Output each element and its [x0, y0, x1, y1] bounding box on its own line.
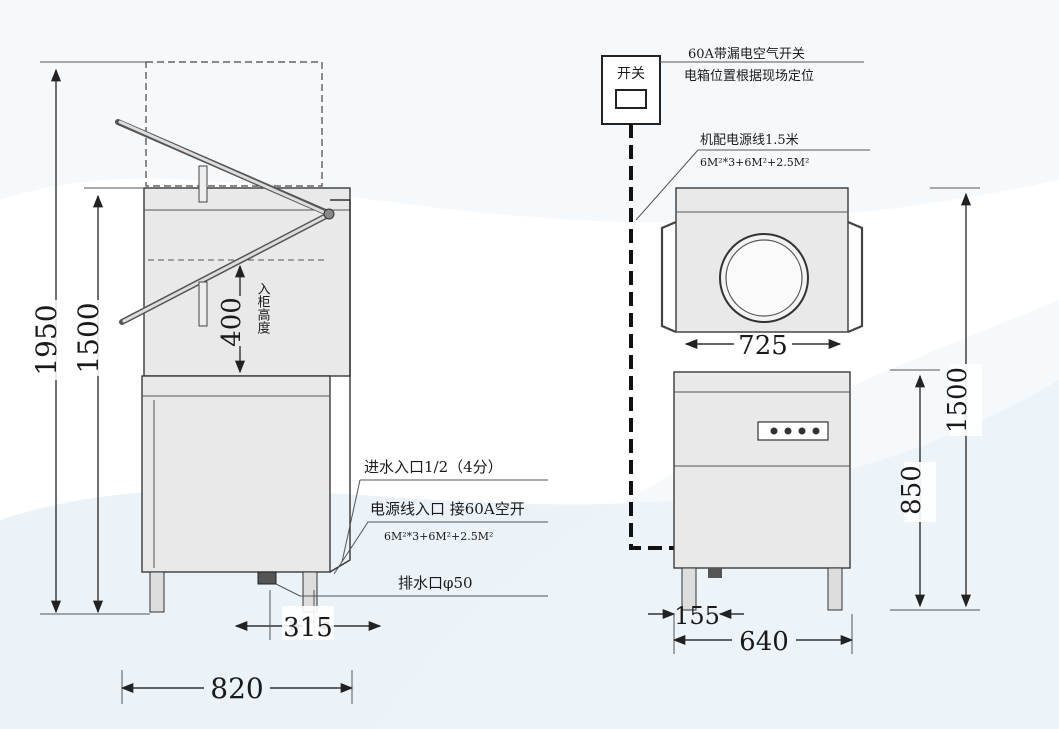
callout-leader-water — [341, 479, 361, 563]
raised-hood-outline — [145, 61, 323, 187]
handle-pivot — [323, 208, 335, 220]
front-cabinet — [673, 371, 851, 569]
cable-note-line1: 机配电源线1.5米 — [700, 133, 799, 148]
front-leg-right — [827, 567, 843, 611]
switch-box — [601, 55, 661, 125]
dim-hood-width: 725 — [738, 331, 788, 361]
callout-drain: 排水口φ50 — [398, 574, 473, 592]
switch-note-line1: 60A带漏电空气开关 — [688, 46, 805, 62]
control-button-1 — [770, 427, 778, 435]
front-view: 开关 60A带漏电空气开关 电箱位置根据现场定位 机配电源线1.5米 6M²*3… — [601, 46, 982, 657]
switch-note-line2: 电箱位置根据现场定位 — [684, 68, 814, 84]
callout-leader-drain — [275, 583, 301, 597]
callout-water-inlet: 进水入口1/2（4分） — [364, 458, 503, 476]
side-view: 1950 1500 400 入柜高度 315 820 进水入口1/2（4分） 电… — [30, 61, 548, 705]
dim-leg-offset: 155 — [674, 602, 720, 630]
dim-body-height-side: 1500 — [72, 302, 105, 373]
callout-leader-power — [333, 521, 369, 575]
switch-lever — [615, 89, 647, 109]
control-panel — [757, 421, 829, 441]
cable-note-line2: 6M²*3+6M²+2.5M² — [700, 156, 809, 169]
lift-label: 入柜高度 — [255, 282, 271, 334]
control-button-2 — [784, 427, 792, 435]
spray-arm-upper — [198, 165, 208, 203]
dim-width-front: 640 — [739, 627, 789, 657]
leg-front — [149, 571, 165, 613]
dim-total-height-side: 1950 — [30, 304, 63, 375]
callout-power-inlet: 电源线入口 接60A空开 — [370, 500, 525, 518]
dim-width-side: 820 — [210, 672, 263, 705]
callout-leader-cable — [635, 149, 699, 221]
power-cable — [629, 124, 676, 550]
drain-outlet — [257, 571, 277, 585]
control-button-3 — [798, 427, 806, 435]
control-button-4 — [812, 427, 820, 435]
dim-lift-height: 400 — [217, 297, 247, 347]
front-drain — [708, 568, 722, 578]
rear-column — [329, 199, 351, 573]
switch-label: 开关 — [617, 66, 645, 82]
callout-power-spec-side: 6M²*3+6M²+2.5M² — [384, 530, 493, 543]
hood-body — [143, 187, 351, 377]
dim-total-height-front: 1500 — [943, 367, 973, 433]
handle-right — [847, 220, 864, 334]
handle-left — [660, 220, 677, 334]
dim-table-height: 850 — [897, 465, 927, 515]
lower-cabinet — [141, 375, 331, 573]
hood-window-inner — [725, 239, 803, 317]
dim-drain-offset: 315 — [283, 613, 333, 643]
front-leg-left — [681, 567, 697, 611]
spray-arm-lower — [198, 281, 208, 327]
